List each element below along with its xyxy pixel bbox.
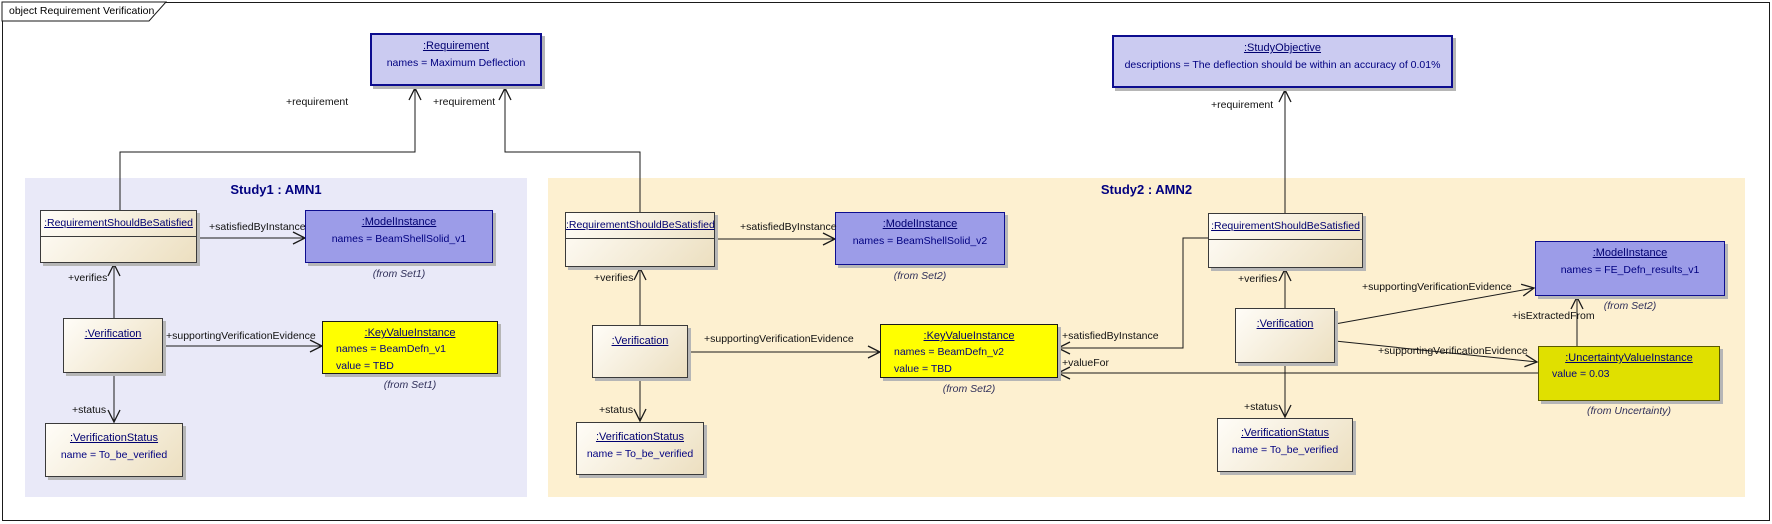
node-attribute: names = BeamDefn_v2: [894, 346, 1005, 358]
edge-label-requirement-3: +requirement: [1211, 99, 1274, 111]
node-title: :ModelInstance: [1592, 247, 1668, 259]
edge-label-status-2: +status: [599, 404, 634, 416]
node-attribute: value = 0.03: [1552, 368, 1610, 380]
edge-label-verifies-2: +verifies: [594, 272, 634, 284]
edge-supportingverificationevidence-4[interactable]: [1334, 340, 1539, 368]
node-title: :RequirementShouldBeSatisfied: [566, 213, 715, 239]
edge-label-supportingverificationevidence-4: +supportingVerificationEvidence: [1378, 345, 1528, 357]
diagram-tab-label: object Requirement Verification: [9, 5, 155, 17]
from-note: (from Uncertainty): [1586, 405, 1671, 417]
diagram-tab: [1, 1, 168, 22]
node-attribute: value = TBD: [336, 360, 394, 372]
node-title: :VerificationStatus: [69, 432, 159, 444]
edge-label-satisfiedbyinstance-3: +satisfiedByInstance: [1062, 330, 1159, 342]
edge-label-requirement-2: +requirement: [433, 96, 496, 108]
node-verification-status-2[interactable]: :VerificationStatus name = To_be_verifie…: [576, 422, 704, 475]
node-attribute: descriptions = The deflection should be …: [1124, 59, 1441, 71]
from-note: (from Set1): [372, 268, 426, 280]
node-verification-status-1[interactable]: :VerificationStatus name = To_be_verifie…: [45, 423, 183, 477]
node-title: :Requirement: [422, 40, 490, 52]
node-model-instance-1[interactable]: :ModelInstance names = BeamShellSolid_v1: [305, 210, 493, 263]
node-title: :VerificationStatus: [595, 431, 685, 443]
from-note: (from Set2): [893, 270, 947, 282]
edge-supportingverificationevidence-3[interactable]: [1334, 283, 1536, 325]
node-rsbs-study2-b[interactable]: :RequirementShouldBeSatisfied: [1208, 213, 1363, 268]
edge-label-satisfiedbyinstance-1: +satisfiedByInstance: [209, 221, 306, 233]
edge-requirement-study1[interactable]: [119, 86, 422, 210]
study1-region-title: Study1 : AMN1: [230, 182, 322, 197]
edge-label-requirement-1: +requirement: [286, 96, 349, 108]
node-verification-status-3[interactable]: :VerificationStatus name = To_be_verifie…: [1217, 418, 1353, 472]
edge-label-supportingverificationevidence-3: +supportingVerificationEvidence: [1362, 281, 1512, 293]
edge-label-verifies-3: +verifies: [1238, 273, 1278, 285]
edge-satisfiedbyinstance-3[interactable]: [1056, 237, 1208, 355]
node-title: :VerificationStatus: [1240, 427, 1330, 439]
node-attribute: value = TBD: [894, 363, 952, 375]
node-attribute: names = FE_Defn_results_v1: [1560, 264, 1700, 276]
node-uncertainty-value-instance[interactable]: :UncertaintyValueInstance value = 0.03: [1538, 346, 1720, 401]
node-title: :ModelInstance: [882, 218, 958, 230]
node-verification-3[interactable]: :Verification: [1235, 308, 1335, 363]
node-key-value-instance-1[interactable]: :KeyValueInstance names = BeamDefn_v1 va…: [322, 321, 498, 374]
node-title: :KeyValueInstance: [364, 327, 456, 339]
node-model-instance-3[interactable]: :ModelInstance names = FE_Defn_results_v…: [1535, 241, 1725, 296]
node-title: :UncertaintyValueInstance: [1565, 352, 1693, 364]
node-title: :KeyValueInstance: [923, 330, 1015, 342]
edge-label-supportingverificationevidence-2: +supportingVerificationEvidence: [704, 333, 854, 345]
from-note: (from Set1): [383, 379, 437, 391]
node-attribute: names = BeamShellSolid_v2: [852, 235, 988, 247]
node-study-objective[interactable]: :StudyObjective descriptions = The defle…: [1112, 35, 1453, 88]
node-model-instance-2[interactable]: :ModelInstance names = BeamShellSolid_v2: [835, 212, 1005, 265]
edge-requirement-study2[interactable]: [498, 86, 641, 212]
node-verification-2[interactable]: :Verification: [592, 325, 688, 378]
node-title: :ModelInstance: [361, 216, 437, 228]
node-attribute: name = To_be_verified: [586, 448, 694, 460]
node-verification-1[interactable]: :Verification: [63, 318, 163, 373]
edge-label-status-3: +status: [1244, 401, 1279, 413]
node-title: :RequirementShouldBeSatisfied: [1209, 214, 1362, 240]
edge-label-isextractedfrom: +isExtractedFrom: [1512, 310, 1595, 322]
node-title: :Verification: [611, 335, 669, 347]
from-note: (from Set2): [1603, 300, 1657, 312]
node-title: :Verification: [84, 328, 142, 340]
edge-label-status-1: +status: [72, 404, 107, 416]
node-attribute: names = Maximum Deflection: [386, 57, 526, 69]
node-key-value-instance-2[interactable]: :KeyValueInstance names = BeamDefn_v2 va…: [880, 324, 1058, 378]
study2-region-title: Study2 : AMN2: [1100, 182, 1193, 197]
node-attribute: names = BeamDefn_v1: [336, 343, 447, 355]
node-requirement[interactable]: :Requirement names = Maximum Deflection: [370, 33, 542, 86]
edge-label-satisfiedbyinstance-2: +satisfiedByInstance: [740, 221, 837, 233]
node-title: :Verification: [1256, 318, 1314, 330]
edge-label-supportingverificationevidence-1: +supportingVerificationEvidence: [166, 330, 316, 342]
node-attribute: name = To_be_verified: [60, 449, 168, 461]
edge-label-verifies-1: +verifies: [68, 272, 108, 284]
node-attribute: names = BeamShellSolid_v1: [331, 233, 467, 245]
node-rsbs-study2-a[interactable]: :RequirementShouldBeSatisfied: [565, 212, 715, 267]
edge-label-valuefor: +valueFor: [1062, 357, 1109, 369]
from-note: (from Set2): [942, 383, 996, 395]
node-rsbs-study1[interactable]: :RequirementShouldBeSatisfied: [40, 210, 197, 263]
node-title: :StudyObjective: [1243, 42, 1322, 54]
node-attribute: name = To_be_verified: [1231, 444, 1339, 456]
study2-region[interactable]: [548, 178, 1745, 497]
node-title: :RequirementShouldBeSatisfied: [41, 211, 196, 237]
